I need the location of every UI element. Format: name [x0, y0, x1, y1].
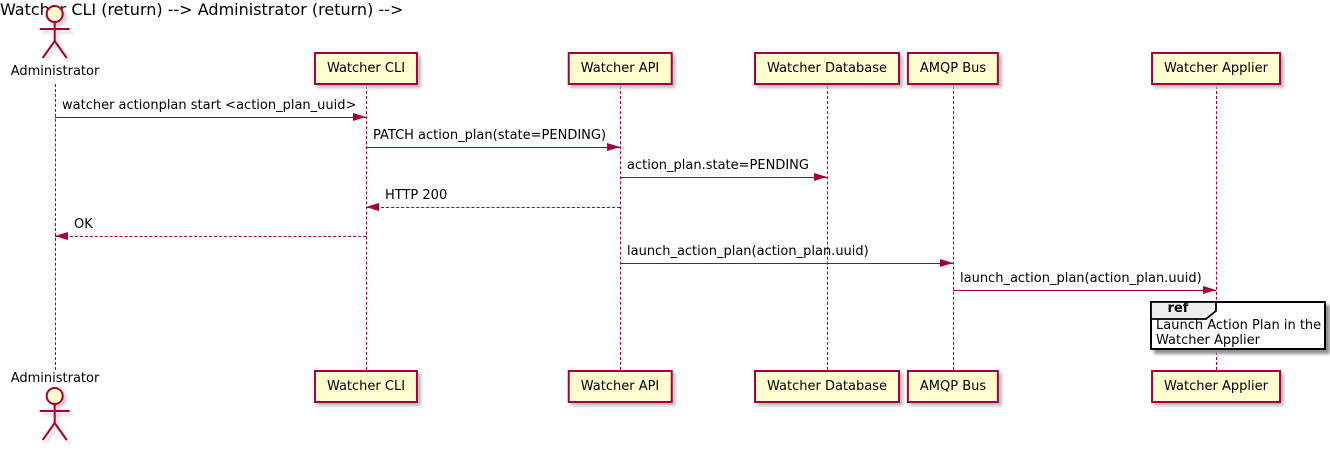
participant-watcher-applier-top: Watcher Applier [1151, 52, 1281, 85]
message-arrow [953, 290, 1216, 291]
message-return-arrow [55, 236, 366, 237]
message-arrow [620, 177, 827, 178]
actor-label: Administrator [10, 64, 100, 79]
participant-watcher-cli-top: Watcher CLI [313, 52, 419, 85]
ref-tab-pentagon-icon [1150, 301, 1217, 320]
message-return-arrow [366, 207, 620, 208]
arrowhead-right-icon [607, 143, 620, 151]
lifeline-watcher-cli [366, 86, 367, 370]
ref-text-line1: Launch Action Plan in the [1156, 318, 1322, 333]
ref-text-line2: Watcher Applier [1156, 333, 1260, 348]
message-arrow [620, 263, 953, 264]
message-label: HTTP 200 [385, 188, 448, 203]
participant-watcher-api-bottom: Watcher API [567, 370, 673, 403]
message-label: watcher actionplan start <action_plan_uu… [62, 98, 357, 113]
lifeline-administrator [55, 84, 56, 370]
actor-administrator-bottom: Administrator [10, 371, 100, 446]
arrowhead-right-icon [940, 259, 953, 267]
arrowhead-right-icon [814, 173, 827, 181]
message-label: PATCH action_plan(state=PENDING) [373, 128, 607, 143]
participant-amqp-bus-bottom: AMQP Bus [906, 370, 1000, 403]
lifeline-watcher-database [827, 86, 828, 370]
participant-watcher-applier-bottom: Watcher Applier [1151, 370, 1281, 403]
message-label: action_plan.state=PENDING [627, 158, 809, 173]
message-label: OK [74, 217, 93, 232]
message-arrow [366, 147, 620, 148]
arrowhead-right-icon [353, 113, 366, 121]
lifeline-amqp-bus [953, 86, 954, 370]
arrowhead-left-icon [366, 203, 379, 211]
participant-watcher-api-top: Watcher API [567, 52, 673, 85]
message-label: launch_action_plan(action_plan.uuid) [627, 244, 869, 259]
arrowhead-right-icon [1203, 286, 1216, 294]
ref-keyword: ref [1167, 301, 1189, 316]
actor-administrator-top: Administrator [10, 4, 100, 79]
participant-watcher-database-top: Watcher Database [754, 52, 900, 85]
actor-icon [40, 5, 70, 59]
participant-watcher-database-bottom: Watcher Database [754, 370, 900, 403]
participant-amqp-bus-top: AMQP Bus [906, 52, 1000, 85]
actor-label: Administrator [10, 371, 100, 386]
ref-body: Launch Action Plan in the Watcher Applie… [1152, 318, 1324, 350]
message-arrow [55, 117, 366, 118]
ref-fragment: ref Launch Action Plan in the Watcher Ap… [1150, 301, 1326, 350]
lifeline-watcher-applier [1216, 86, 1217, 370]
lifeline-watcher-api [620, 86, 621, 370]
actor-icon [40, 387, 70, 441]
arrowhead-left-icon [55, 232, 68, 240]
ref-tab: ref [1150, 301, 1218, 324]
participant-watcher-cli-bottom: Watcher CLI [313, 370, 419, 403]
message-label: launch_action_plan(action_plan.uuid) [960, 271, 1202, 286]
